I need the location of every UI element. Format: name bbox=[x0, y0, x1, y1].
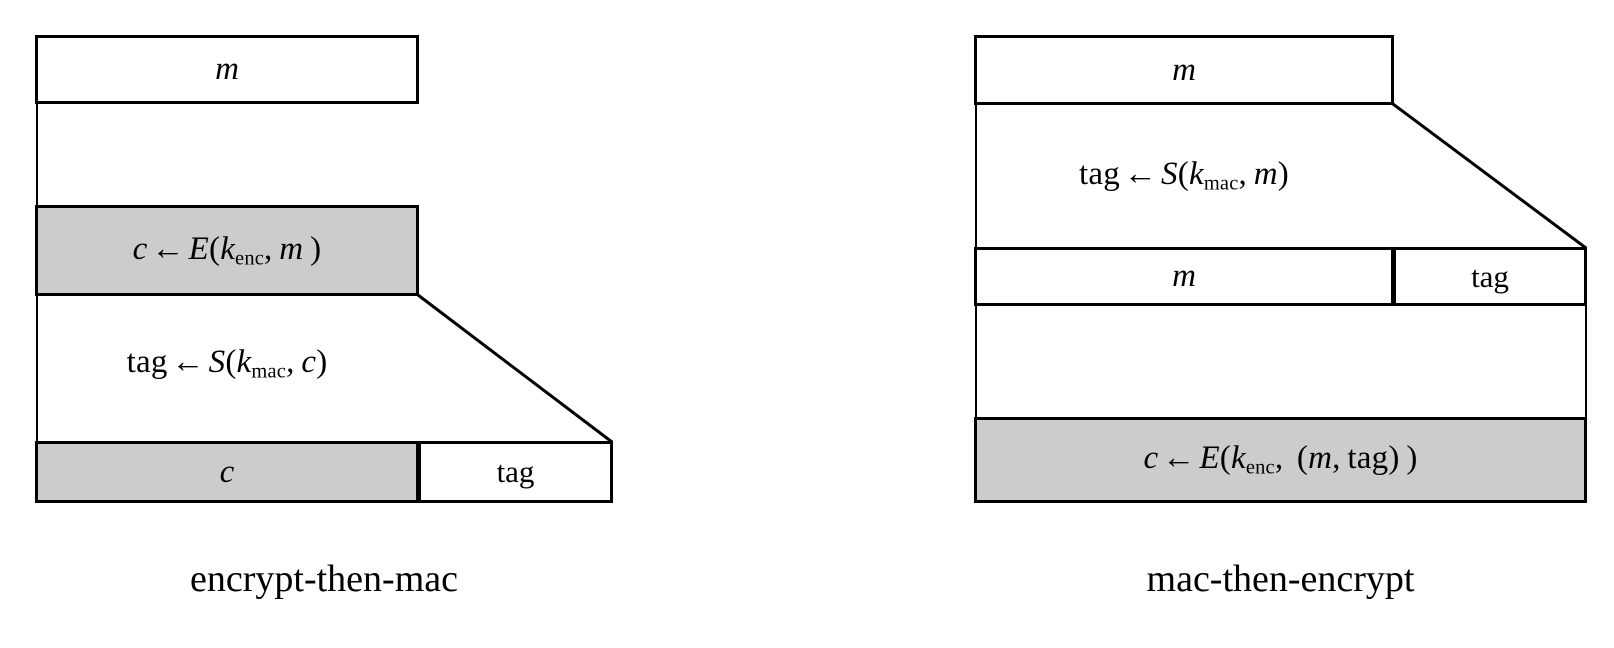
right-plaintext-label: m bbox=[1172, 51, 1196, 88]
right-tag-label: tag bbox=[1471, 258, 1509, 294]
right-plaintext-box: m bbox=[974, 35, 1394, 105]
left-encrypt-box: c←E(kenc, m ) bbox=[35, 205, 419, 296]
right-panel-rail-upper bbox=[975, 102, 977, 250]
right-message-cell: m bbox=[974, 247, 1394, 306]
left-output-ciphertext-cell: c bbox=[35, 441, 419, 503]
left-mac-annotation: tag←S(kmac, c) bbox=[126, 344, 328, 383]
left-output-ciphertext-label: c bbox=[219, 453, 235, 490]
right-message-label: m bbox=[1172, 258, 1196, 294]
left-output-tag-label: tag bbox=[496, 454, 535, 489]
left-encrypt-formula: c←E(kenc, m ) bbox=[132, 230, 322, 270]
right-panel-caption: mac-then-encrypt bbox=[1146, 558, 1415, 600]
left-plaintext-label: m bbox=[215, 51, 239, 87]
left-output-tag-cell: tag bbox=[418, 441, 613, 503]
right-encrypt-box: c←E(kenc, (m, tag) ) bbox=[974, 417, 1587, 503]
right-mac-annotation: tag←S(kmac, m) bbox=[1079, 156, 1289, 195]
left-panel-rail-lower bbox=[36, 293, 38, 443]
left-panel-caption: encrypt-then-mac bbox=[190, 558, 458, 600]
left-plaintext-box: m bbox=[35, 35, 419, 104]
right-panel-rail-lower bbox=[975, 306, 977, 421]
left-panel-rail-upper bbox=[36, 100, 38, 208]
right-tag-cell: tag bbox=[1393, 247, 1587, 306]
right-encrypt-formula: c←E(kenc, (m, tag) ) bbox=[1143, 440, 1418, 479]
right-panel-outer-rail bbox=[1585, 306, 1587, 421]
